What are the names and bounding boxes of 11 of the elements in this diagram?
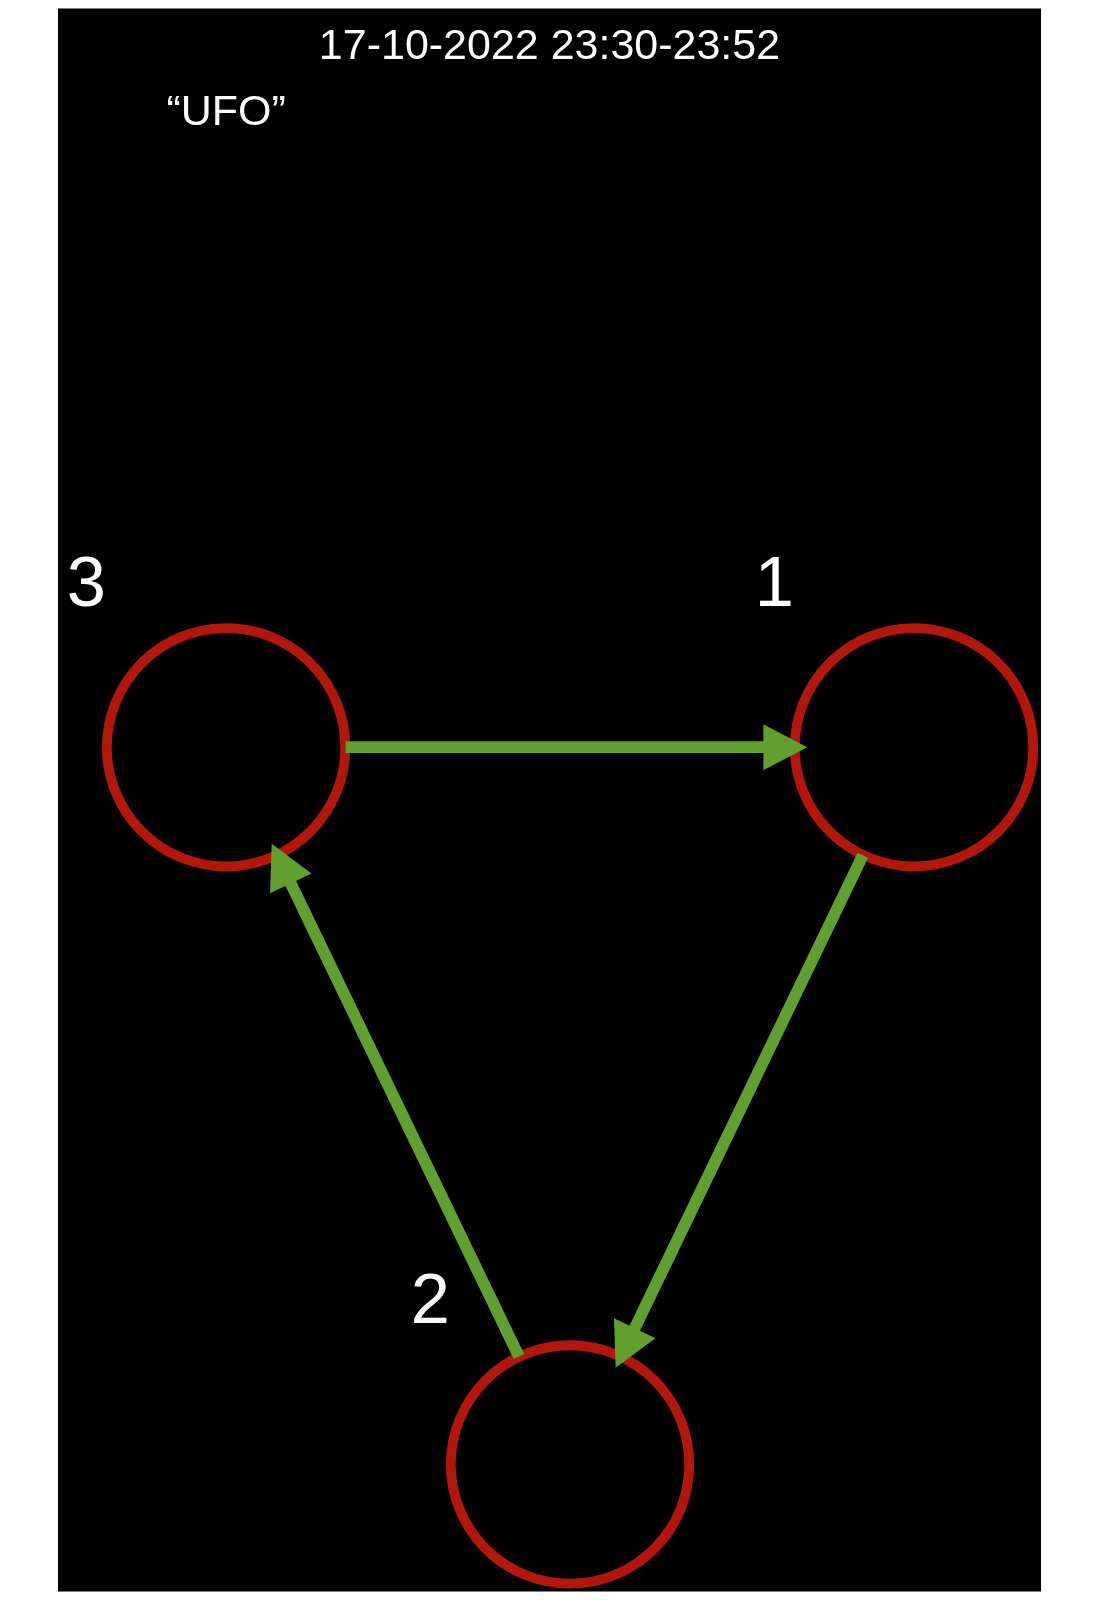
node-label: 2 [410, 1259, 450, 1339]
diagram-title: 17-10-2022 23:30-23:52 [318, 19, 780, 68]
node-label: 1 [754, 542, 794, 622]
node-circle [101, 623, 350, 872]
node-label: 3 [66, 542, 106, 622]
node-circle [789, 623, 1038, 872]
arrow [345, 724, 807, 771]
label: “UFO” [165, 85, 286, 134]
arrow [613, 852, 868, 1368]
arrow [269, 843, 524, 1360]
node-circle [445, 1340, 694, 1589]
